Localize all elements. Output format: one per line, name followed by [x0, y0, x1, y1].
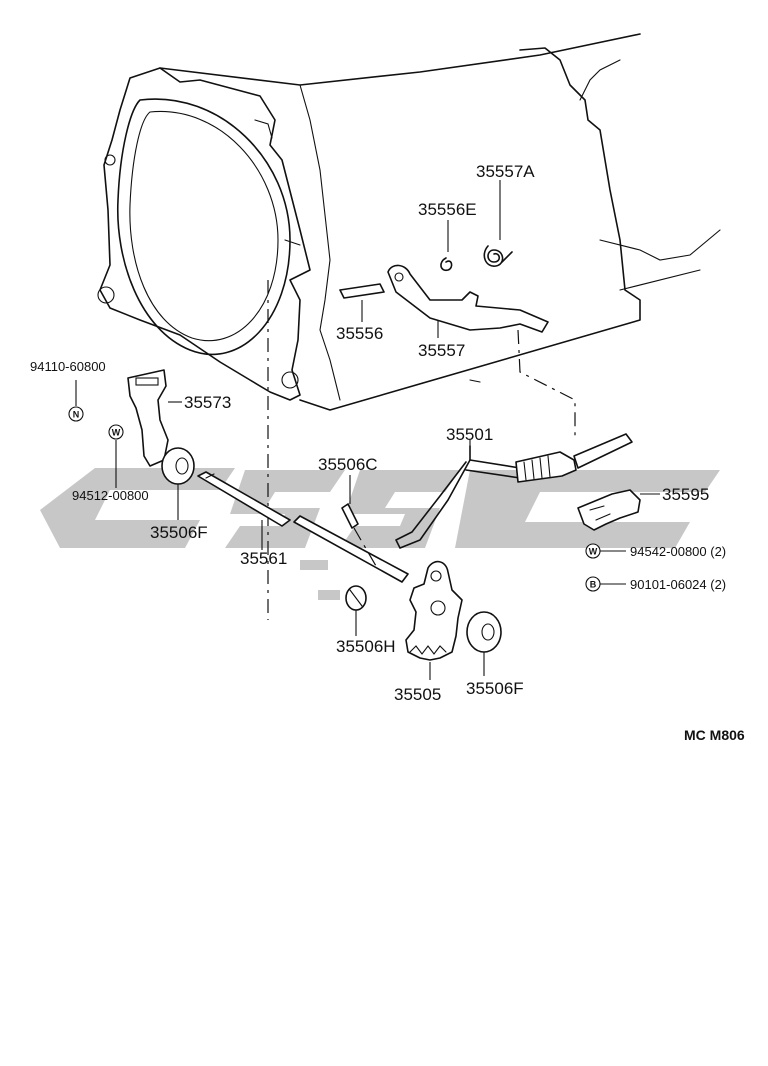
- bracket-35595: [577, 489, 660, 531]
- part-label-35501: 35501: [446, 425, 493, 444]
- part-label-35557: 35557: [418, 341, 465, 360]
- part-label-94542: 94542-00800 (2): [630, 544, 726, 559]
- washer-badge-right: W: [585, 543, 626, 559]
- part-label-35506F-left: 35506F: [150, 523, 208, 542]
- part-label-35506C: 35506C: [318, 455, 378, 474]
- part-label-35595: 35595: [662, 485, 709, 504]
- collar-35506H: [345, 585, 367, 636]
- rod-35501: [395, 433, 633, 549]
- seal-35506F-right: [466, 611, 502, 676]
- seal-35506F-left: [161, 447, 195, 520]
- bolt-badge-letter: B: [590, 580, 597, 590]
- part-label-35573: 35573: [184, 393, 231, 412]
- part-label-94512: 94512-00800: [72, 488, 149, 503]
- watermark-logo: [40, 468, 720, 600]
- washer-badge-left: W: [108, 424, 124, 488]
- part-label-35561: 35561: [240, 549, 287, 568]
- washer-badge-letter-right: W: [589, 547, 598, 557]
- part-label-35505: 35505: [394, 685, 441, 704]
- part-label-35506F-right: 35506F: [466, 679, 524, 698]
- transmission-housing: [97, 33, 721, 620]
- part-label-35556E: 35556E: [418, 200, 477, 219]
- shaft-35561: [197, 471, 409, 583]
- part-label-35556: 35556: [336, 324, 383, 343]
- part-label-90101: 90101-06024 (2): [630, 577, 726, 592]
- lever-35557: [387, 264, 549, 338]
- part-label-35557A: 35557A: [476, 162, 535, 181]
- pin-35556: [339, 283, 385, 322]
- part-label-94110: 94110-60800: [30, 359, 106, 374]
- bolt-badge: B: [585, 576, 626, 592]
- nut-badge: N: [68, 380, 84, 422]
- clip-35556E: [440, 220, 453, 272]
- pin-35506C: [341, 475, 377, 567]
- spring-35557A: [483, 180, 513, 267]
- detent-plate-35505: [405, 560, 463, 680]
- nut-badge-letter: N: [73, 410, 80, 420]
- washer-badge-letter: W: [112, 428, 121, 438]
- part-label-35506H: 35506H: [336, 637, 396, 656]
- diagram-code: MC M806: [684, 727, 745, 743]
